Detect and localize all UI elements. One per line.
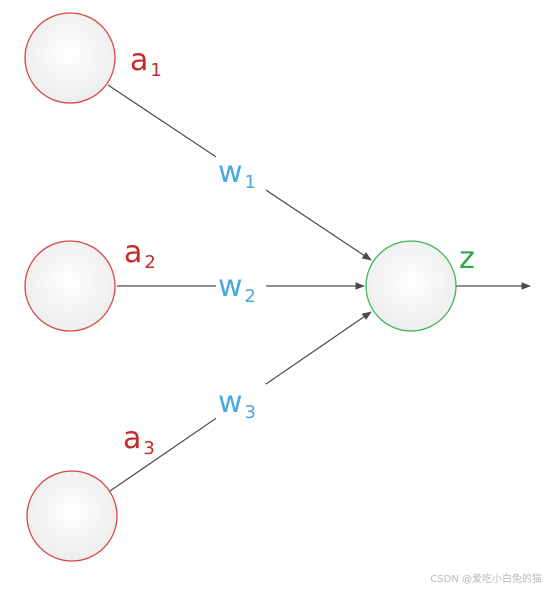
input-node-a2 [24, 240, 116, 332]
output-node-z [365, 240, 457, 332]
input-node-a3 [26, 470, 118, 562]
input-node-a1 [24, 12, 116, 104]
watermark-text: CSDN @爱吃小白兔的猫 [430, 574, 542, 585]
output-label-z: z [459, 241, 475, 276]
